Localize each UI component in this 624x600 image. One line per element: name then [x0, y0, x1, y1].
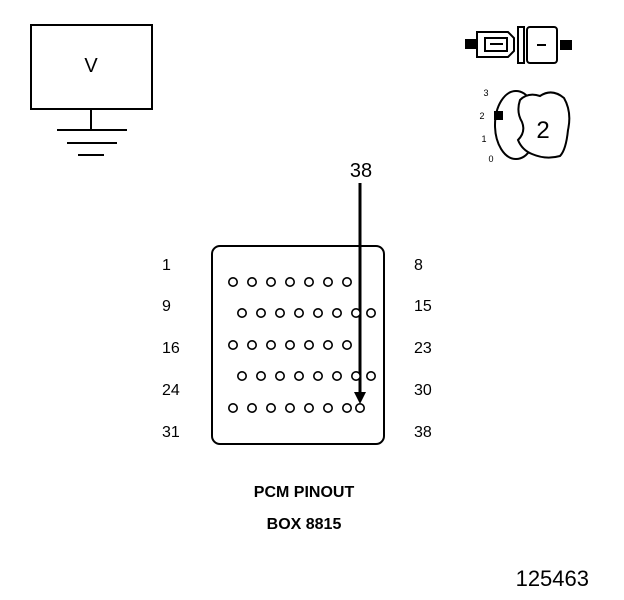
row-label-right: 30: [414, 382, 432, 399]
ignition-position-0: 0: [488, 154, 493, 164]
row-label-right: 8: [414, 257, 423, 274]
probe-pin-label: 38: [350, 160, 372, 182]
row-label-left: 1: [162, 257, 171, 274]
connector-pin: [322, 339, 333, 350]
caption-title: PCM PINOUT: [254, 484, 355, 501]
ignition-key-icon: 3 2 1 0 2: [479, 88, 571, 164]
voltmeter-symbol: V: [84, 55, 98, 77]
row-label-left: 31: [162, 424, 180, 441]
connector-pin: [247, 339, 258, 350]
connector-pin: [322, 276, 333, 287]
connector-pin: [228, 339, 239, 350]
connector-pin: [322, 402, 333, 413]
connector-pin: [237, 307, 248, 318]
row-label-right: 15: [414, 298, 432, 315]
connector-pin: [293, 370, 304, 381]
row-label-right: 38: [414, 424, 432, 441]
right-row-labels: 8 15 23 30 38: [414, 257, 432, 441]
ignition-position-3: 3: [483, 88, 488, 98]
connector-pin: [341, 339, 352, 350]
probe-arrow: 38: [350, 160, 372, 404]
row-label-right: 23: [414, 340, 432, 357]
connector-pin: [312, 370, 323, 381]
connector-pin: [274, 370, 285, 381]
connector-pin: [265, 339, 276, 350]
connector-pin: [274, 307, 285, 318]
connector-pin: [228, 402, 239, 413]
connector-pin: [331, 307, 342, 318]
pin-grid: [228, 276, 376, 413]
connector-pin: [350, 307, 361, 318]
connector-pin: [284, 276, 295, 287]
connector-pin: [228, 276, 239, 287]
connector-pin: [303, 402, 314, 413]
connector-pin: [265, 402, 276, 413]
pcm-connector: [211, 245, 385, 445]
connector-icon: [465, 26, 572, 64]
connector-pin: [350, 370, 361, 381]
connector-pin: [331, 370, 342, 381]
connector-pin: [284, 402, 295, 413]
connector-pin: [312, 307, 323, 318]
row-label-left: 24: [162, 382, 180, 399]
ignition-position-1: 1: [481, 134, 486, 144]
connector-pin: [365, 307, 376, 318]
connector-pin: [284, 339, 295, 350]
connector-pin: [237, 370, 248, 381]
connector-pin: [265, 276, 276, 287]
connector-pin: [255, 370, 266, 381]
probed-pin: [354, 402, 365, 413]
connector-pin: [303, 276, 314, 287]
voltmeter-box: [30, 24, 153, 110]
left-row-labels: 1 9 16 24 31: [162, 257, 180, 441]
connector-pin: [303, 339, 314, 350]
connector-pin: [247, 402, 258, 413]
figure-number: 125463: [516, 566, 589, 591]
connector-pin: [341, 276, 352, 287]
row-label-left: 16: [162, 340, 180, 357]
row-label-left: 9: [162, 298, 171, 315]
caption-subtitle: BOX 8815: [267, 516, 342, 533]
connector-pin: [365, 370, 376, 381]
connector-pin: [247, 276, 258, 287]
voltmeter: V: [30, 24, 153, 156]
connector-pin: [341, 402, 352, 413]
ignition-position-2: 2: [479, 111, 484, 121]
connector-outline: [211, 245, 385, 445]
connector-pin: [255, 307, 266, 318]
connector-pin: [293, 307, 304, 318]
ignition-key-number: 2: [536, 117, 549, 144]
ground-icon: [57, 109, 127, 156]
